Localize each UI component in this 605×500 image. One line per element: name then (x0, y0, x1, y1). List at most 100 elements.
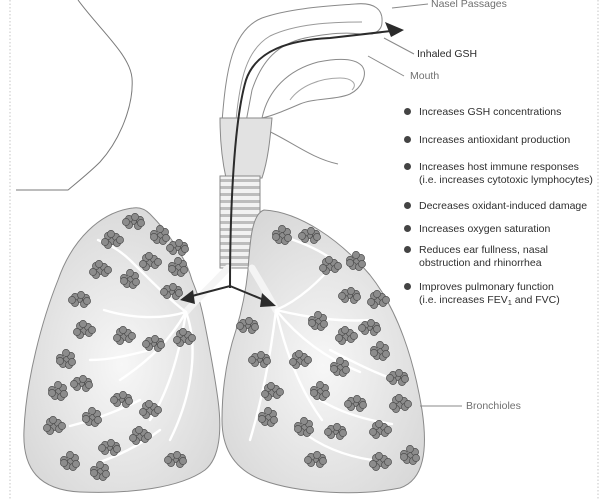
mouth-cavity-outline (261, 58, 365, 119)
alveoli-cluster (56, 349, 76, 369)
alveolus (314, 311, 322, 319)
alveolus (306, 426, 314, 434)
alveolus (313, 233, 321, 241)
nasal-inner-outline (235, 21, 363, 121)
alveolus (131, 213, 139, 221)
alveoli-cluster (369, 420, 392, 439)
alveolus (325, 256, 333, 264)
alveolus (119, 326, 127, 334)
alveolus (83, 297, 91, 305)
alveolus (166, 244, 174, 252)
alveolus (333, 423, 341, 431)
alveoli-cluster (386, 369, 409, 386)
alveolus (82, 415, 90, 423)
alveolus (369, 428, 377, 436)
alveoli-cluster (139, 400, 162, 419)
alveolus (116, 236, 124, 244)
alveolus (278, 225, 286, 233)
alveolus (151, 335, 159, 343)
mouth-label: Mouth (410, 70, 440, 82)
alveolus (58, 422, 66, 430)
alveolus (367, 319, 375, 327)
alveolus (144, 432, 152, 440)
alveoli-cluster (142, 335, 165, 352)
alveolus (79, 375, 87, 383)
alveoli-cluster (298, 227, 321, 244)
alveolus (145, 252, 153, 260)
alveolus (173, 336, 181, 344)
left-lung (23, 207, 221, 493)
alveolus (128, 332, 136, 340)
nasal-passages-leader (391, 3, 429, 9)
alveolus (264, 407, 272, 415)
alveolus (120, 277, 128, 285)
alveoli-cluster (89, 260, 112, 279)
alveolus (395, 394, 403, 402)
alveolus (77, 291, 85, 299)
alveoli-cluster (150, 225, 170, 245)
alveolus (174, 257, 182, 265)
alveolus (113, 334, 121, 342)
alveoli-cluster (70, 375, 93, 392)
effect-text: Increases oxygen saturation (419, 222, 551, 235)
alveolus (89, 268, 97, 276)
alveolus (139, 260, 147, 268)
effect-text: Improves pulmonary function (419, 281, 554, 293)
bullet-icon (404, 108, 411, 115)
alveolus (43, 424, 51, 432)
alveoli-cluster (304, 451, 327, 468)
alveoli-cluster (369, 452, 392, 471)
alveolus (304, 356, 312, 364)
alveolus (284, 234, 292, 242)
alveolus (104, 266, 112, 274)
alveoli-cluster (122, 213, 145, 230)
alveolus (289, 358, 297, 366)
alveolus (320, 320, 328, 328)
alveolus (350, 332, 358, 340)
bullet-icon (404, 163, 411, 170)
alveolus (60, 459, 68, 467)
alveolus (310, 389, 318, 397)
alveolus (353, 293, 361, 301)
alveolus (173, 451, 181, 459)
alveolus (175, 289, 183, 297)
alveolus (181, 245, 189, 253)
alveolus (276, 388, 284, 396)
alveolus (88, 326, 96, 334)
alveolus (384, 458, 392, 466)
alveolus (375, 420, 383, 428)
effect-text: Increases antioxidant production (419, 133, 571, 146)
alveolus (308, 319, 316, 327)
alveoli-cluster (294, 417, 314, 437)
alveoli-cluster (319, 256, 342, 275)
alveolus (336, 357, 344, 365)
inhaled-gsh-leader (383, 37, 415, 55)
alveoli-cluster (335, 326, 358, 345)
alveolus (68, 358, 76, 366)
alveolus (49, 416, 57, 424)
alveolus (358, 324, 366, 332)
fev-subscript: 1 (507, 297, 512, 307)
alveolus (142, 340, 150, 348)
alveoli-cluster (346, 251, 366, 271)
alveolus (346, 259, 354, 267)
alveolus (294, 425, 302, 433)
alveoli-cluster (129, 426, 152, 445)
alveoli-clusters (43, 213, 420, 481)
alveolus (358, 260, 366, 268)
alveolus (154, 406, 162, 414)
alveolus (270, 416, 278, 424)
alveolus (261, 390, 269, 398)
alveolus (139, 408, 147, 416)
alveoli-cluster (120, 269, 140, 289)
alveoli-cluster (344, 395, 367, 412)
alveolus (367, 298, 375, 306)
alveolus (157, 341, 165, 349)
alveolus (304, 456, 312, 464)
alveolus (54, 381, 62, 389)
inhalation-arrowhead-up (385, 22, 404, 37)
alveolus (376, 341, 384, 349)
alveolus (164, 456, 172, 464)
alveoli-cluster (101, 230, 124, 249)
